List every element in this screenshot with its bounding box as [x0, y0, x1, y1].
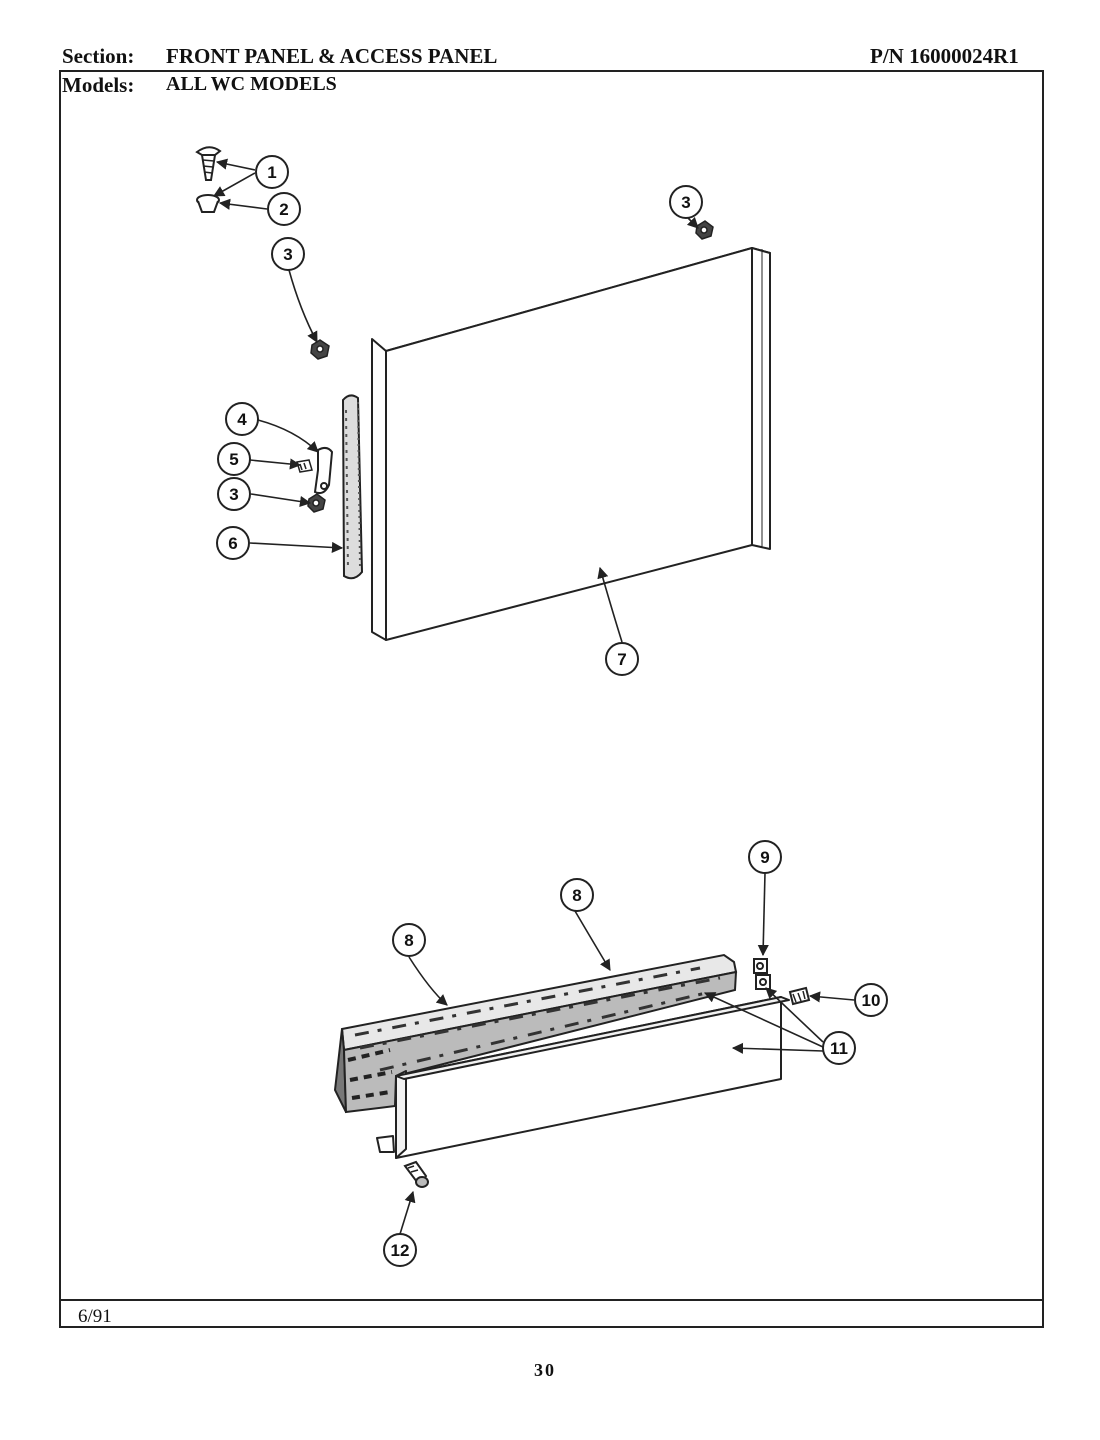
- svg-text:11: 11: [830, 1039, 848, 1058]
- clip-nut-icon: [196, 194, 220, 213]
- callout-10: 10: [854, 983, 888, 1017]
- models-value: ALL WC MODELS: [166, 73, 337, 95]
- callout-7: 7: [605, 642, 639, 676]
- bracket-icon: [313, 446, 334, 495]
- svg-text:1: 1: [267, 163, 276, 182]
- nut-icon: [307, 493, 326, 513]
- screw-icon: [195, 146, 222, 181]
- svg-text:9: 9: [760, 848, 769, 867]
- svg-text:6: 6: [228, 534, 237, 553]
- callout-3: 3: [217, 477, 251, 511]
- callout-1: 1: [255, 155, 289, 189]
- access-panel-insulation: [333, 953, 738, 1114]
- callout-11: 11: [822, 1031, 856, 1065]
- part-number: P/N 16000024R1: [870, 44, 1019, 68]
- callout-5: 5: [217, 442, 251, 476]
- nut-icon: [695, 220, 714, 240]
- section-title: FRONT PANEL & ACCESS PANEL: [166, 44, 498, 68]
- svg-text:4: 4: [237, 410, 247, 429]
- callout-6: 6: [216, 526, 250, 560]
- footer-divider: [59, 1299, 1044, 1301]
- section-label: Section:: [62, 44, 135, 68]
- page-number: 30: [534, 1360, 556, 1380]
- svg-text:10: 10: [862, 991, 881, 1010]
- clip-icon: [753, 958, 771, 990]
- svg-text:2: 2: [279, 200, 288, 219]
- callout-8: 8: [392, 923, 426, 957]
- svg-text:3: 3: [283, 245, 292, 264]
- leader-lines: [213, 158, 855, 1235]
- screw-icon: [403, 1160, 429, 1188]
- screw-icon: [788, 986, 811, 1006]
- diagram-frame: [59, 70, 1044, 1328]
- svg-text:8: 8: [404, 931, 413, 950]
- svg-text:3: 3: [681, 193, 690, 212]
- access-panel: [376, 996, 790, 1159]
- panel-side-strip: [341, 394, 364, 580]
- svg-text:5: 5: [229, 450, 238, 469]
- svg-text:8: 8: [572, 886, 581, 905]
- nut-icon: [310, 339, 330, 360]
- svg-text:3: 3: [229, 485, 238, 504]
- small-screw-icon: [296, 459, 313, 473]
- svg-text:7: 7: [617, 650, 626, 669]
- front-panel: [371, 247, 771, 641]
- callout-3: 3: [669, 185, 703, 219]
- svg-text:12: 12: [391, 1241, 410, 1260]
- revision-date: 6/91: [78, 1306, 112, 1327]
- callout-8: 8: [560, 878, 594, 912]
- callout-12: 12: [383, 1233, 417, 1267]
- callout-3: 3: [271, 237, 305, 271]
- callout-4: 4: [225, 402, 259, 436]
- callout-2: 2: [267, 192, 301, 226]
- callout-9: 9: [748, 840, 782, 874]
- models-label: Models:: [62, 73, 135, 97]
